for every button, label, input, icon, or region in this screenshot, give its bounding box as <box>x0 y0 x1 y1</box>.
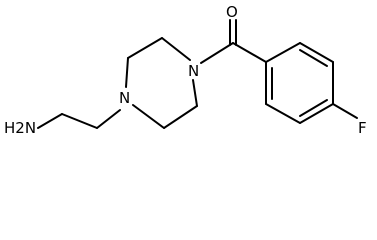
bond-ch2-ch2 <box>61 113 98 129</box>
chemical-structure: H2N N N O F <box>4 3 367 137</box>
bond-ar5-ar6 <box>265 103 301 124</box>
aminoethyl-chain <box>37 109 121 129</box>
bond-c3-n4 <box>161 37 191 61</box>
aromatic-inner-bond-2 <box>299 49 328 67</box>
aromatic-inner-bond-3 <box>299 99 328 117</box>
bond-amine-ch2 <box>37 113 63 129</box>
bond-carbonyl-aryl <box>232 42 267 63</box>
bond-n1-c2 <box>125 57 129 88</box>
bond-n4-carbonyl <box>200 42 234 64</box>
bond-c5-c6 <box>163 105 198 129</box>
fluorophenyl-ring <box>265 42 358 124</box>
bond-ar4-f <box>332 103 358 119</box>
amine-label: H2N <box>4 119 36 137</box>
piperazine-n4-label: N <box>188 62 199 80</box>
bond-ch2-n1 <box>96 109 121 129</box>
bond-ar4-ar5 <box>299 103 334 124</box>
bond-n4-c5 <box>192 79 198 107</box>
atom-labels: H2N N N O F <box>4 3 367 137</box>
fluorine-label: F <box>358 119 367 137</box>
piperazine-ring <box>125 37 198 129</box>
bond-ar2-ar3 <box>299 42 334 63</box>
bond-c6-n1 <box>132 104 165 129</box>
bond-ar1-ar2 <box>265 42 301 63</box>
carbonyl-group <box>200 19 267 64</box>
carbonyl-oxygen-label: O <box>226 3 238 21</box>
piperazine-n1-label: N <box>119 89 130 107</box>
bond-c2-c3 <box>127 37 163 59</box>
